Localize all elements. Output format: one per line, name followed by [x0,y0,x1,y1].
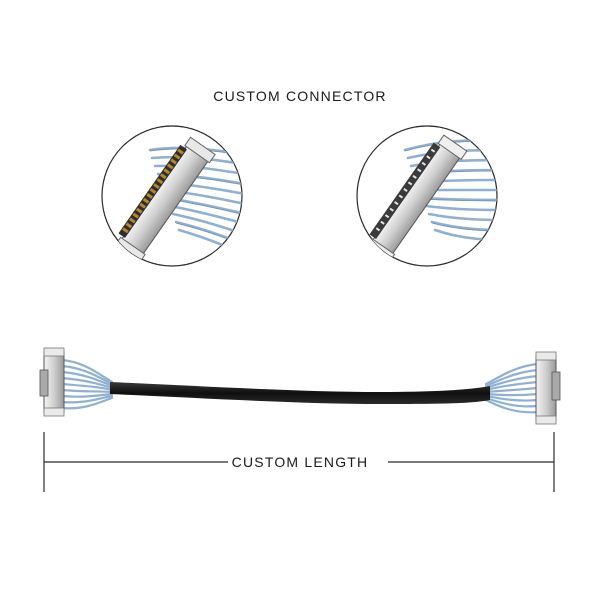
left-wire-fan [60,358,114,410]
left-connector-detail [101,125,243,267]
right-wire-fan [484,362,540,414]
page-title: CUSTOM CONNECTOR [213,88,387,104]
length-label: CUSTOM LENGTH [231,454,369,470]
right-connector-detail [356,125,498,267]
length-label-background [228,450,388,474]
cable-jacket [110,382,490,404]
left-connector [39,347,65,417]
cable-assembly [39,347,561,425]
right-connector [535,351,561,425]
